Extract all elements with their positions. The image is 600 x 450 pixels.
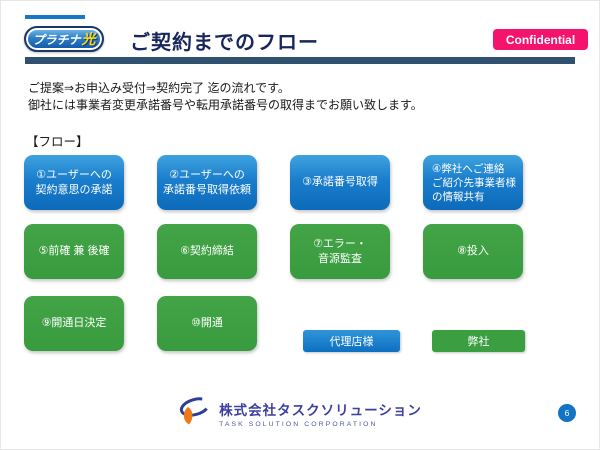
confidential-badge: Confidential bbox=[493, 29, 588, 50]
flow-step-4: ④弊社へご連絡 ご紹介先事業者様 の情報共有 bbox=[423, 155, 523, 210]
flow-step-10-line-1: ⑩開通 bbox=[191, 317, 223, 329]
intro-line-1: ご提案⇒お申込み受付⇒契約完了 迄の流れです。 bbox=[28, 81, 290, 95]
flow-step-7: ⑦エラー・ 音源監査 bbox=[290, 224, 390, 279]
flow-section-label: 【フロー】 bbox=[26, 135, 89, 149]
company-name-en: TASK SOLUTION CORPORATION bbox=[219, 421, 378, 428]
logo-text-main: プラチナ bbox=[32, 32, 81, 47]
footer: 株式会社タスクソリューション TASK SOLUTION CORPORATION bbox=[0, 396, 600, 431]
flow-step-2: ②ユーザーへの 承諾番号取得依頼 bbox=[157, 155, 257, 210]
flow-step-4-line-2: ご紹介先事業者様 bbox=[432, 176, 516, 189]
header-accent-rule bbox=[25, 15, 85, 19]
company-name-jp: 株式会社タスクソリューション bbox=[219, 403, 422, 418]
task-solution-logo-icon bbox=[178, 396, 212, 431]
flow-step-6: ⑥契約締結 bbox=[157, 224, 257, 279]
flow-step-7-line-2: 音源監査 bbox=[318, 252, 362, 265]
header-divider-bar bbox=[25, 57, 575, 64]
flow-step-8-line-1: ⑧投入 bbox=[457, 245, 489, 257]
flow-step-5-line-1: ⑤前確 兼 後確 bbox=[38, 245, 110, 257]
flow-step-6-line-1: ⑥契約締結 bbox=[180, 245, 234, 257]
flow-step-1-line-1: ①ユーザーへの bbox=[36, 168, 112, 181]
footer-company-name: 株式会社タスクソリューション TASK SOLUTION CORPORATION bbox=[219, 399, 422, 428]
flow-step-2-line-1: ②ユーザーへの bbox=[169, 168, 245, 181]
intro-line-2: 御社には事業者変更承諾番号や転用承諾番号の取得までお願い致します。 bbox=[28, 98, 423, 112]
flow-step-8: ⑧投入 bbox=[423, 224, 523, 279]
flow-step-9-line-1: ⑨開通日決定 bbox=[41, 317, 107, 329]
legend-agency: 代理店様 bbox=[303, 330, 400, 352]
flow-step-9: ⑨開通日決定 bbox=[24, 296, 124, 351]
page-number-badge: 6 bbox=[558, 404, 576, 422]
intro-text: ご提案⇒お申込み受付⇒契約完了 迄の流れです。 御社には事業者変更承諾番号や転用… bbox=[28, 80, 423, 114]
flow-step-4-line-1: ④弊社へご連絡 bbox=[432, 162, 505, 175]
flow-step-5: ⑤前確 兼 後確 bbox=[24, 224, 124, 279]
legend-company: 弊社 bbox=[432, 330, 525, 352]
flow-step-3: ③承諾番号取得 bbox=[290, 155, 390, 210]
flow-step-10: ⑩開通 bbox=[157, 296, 257, 351]
flow-step-1-line-2: 契約意思の承諾 bbox=[35, 183, 113, 196]
flow-step-2-line-2: 承諾番号取得依頼 bbox=[163, 183, 251, 196]
flow-step-4-line-3: の情報共有 bbox=[432, 190, 485, 203]
flow-step-1: ①ユーザーへの 契約意思の承諾 bbox=[24, 155, 124, 210]
page-title: ご契約までのフロー bbox=[130, 32, 319, 54]
platina-hikari-logo: プラチナ光 bbox=[24, 26, 104, 52]
logo-text-accent: 光 bbox=[81, 31, 96, 47]
flow-step-7-line-1: ⑦エラー・ bbox=[313, 237, 367, 250]
flow-step-3-line-1: ③承諾番号取得 bbox=[302, 176, 378, 188]
